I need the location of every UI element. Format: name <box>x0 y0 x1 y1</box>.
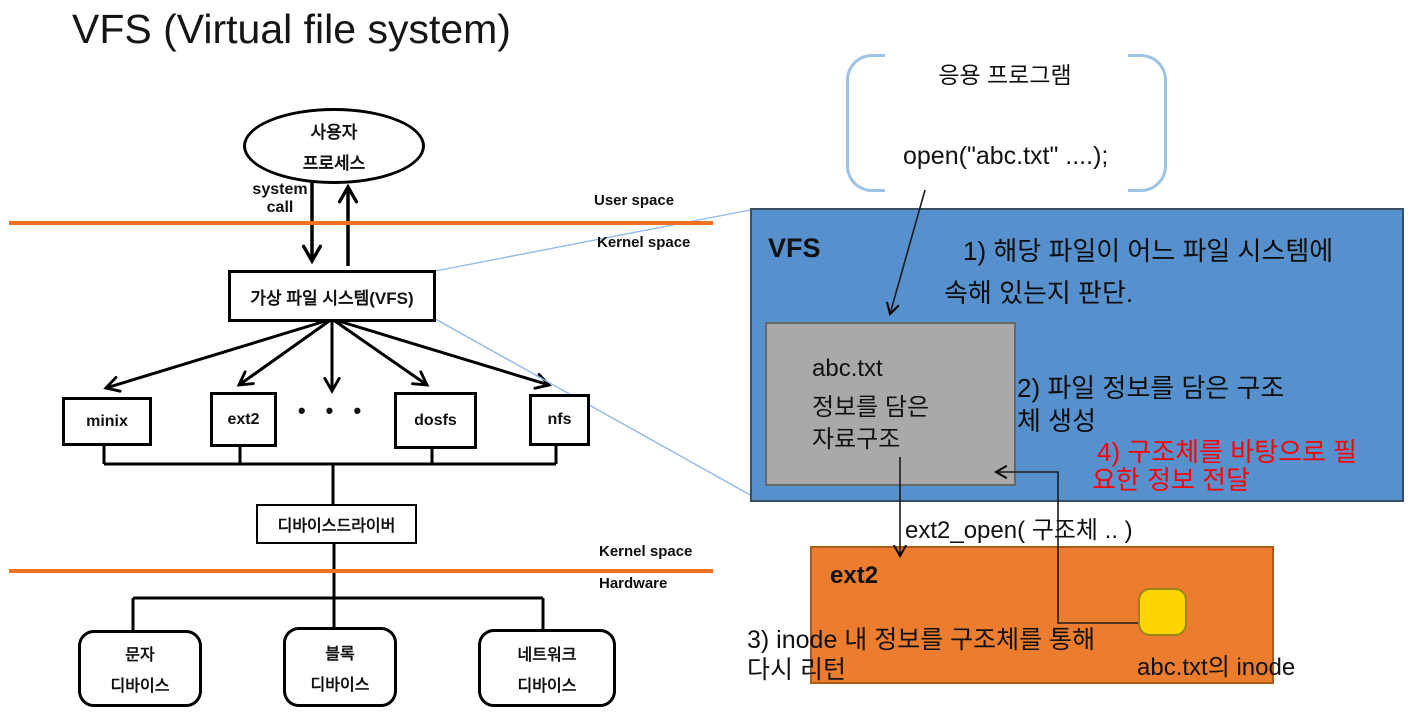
ext2-panel-label: ext2 <box>830 562 879 589</box>
fan-arrows <box>103 317 552 394</box>
struct-box-line2: 정보를 담은 <box>812 394 930 421</box>
application-label: 응용 프로그램 <box>938 62 1072 88</box>
step4-line1: 4) 구조체를 바탕으로 필 <box>1097 437 1358 467</box>
open-call-text: open("abc.txt" ....); <box>903 142 1109 170</box>
fs-box-minix: minix <box>62 397 152 446</box>
struct-box-line3: 자료구조 <box>812 426 901 453</box>
fs-box-nfs: nfs <box>529 394 590 446</box>
step4-line2: 요한 정보 전달 <box>1092 465 1250 495</box>
ellipsis-dots: • • • <box>297 398 369 423</box>
ext2-open-call-text: ext2_open( 구조체 .. ) <box>905 517 1133 544</box>
fs-box-ext2: ext2 <box>210 392 277 447</box>
app-bracket-left <box>846 54 885 192</box>
device-driver-box: 디바이스드라이버 <box>256 504 417 544</box>
step2-line1: 2) 파일 정보를 담은 구조 <box>1017 373 1285 403</box>
divider-user-kernel <box>9 221 713 225</box>
step1-line2: 속해 있는지 판단. <box>944 278 1134 308</box>
step1-line1: 1) 해당 파일이 어느 파일 시스템에 <box>963 236 1334 266</box>
kernel-space-label: Kernel space <box>597 234 691 251</box>
user-process-line1: 사용자 <box>310 123 358 142</box>
vfs-panel-label: VFS <box>768 233 821 263</box>
step2-line2: 체 생성 <box>1017 406 1096 436</box>
user-process-node: 사용자 프로세스 <box>243 108 425 184</box>
system-call-label: system call <box>252 181 308 216</box>
hardware-label: Hardware <box>599 575 668 592</box>
fs-box-dosfs: dosfs <box>394 392 477 449</box>
struct-box <box>765 322 1016 486</box>
step3-line2: 다시 리턴 <box>747 656 846 684</box>
inode-note <box>1138 588 1187 636</box>
device-box-char: 문자 디바이스 <box>78 630 202 707</box>
user-process-line2: 프로세스 <box>302 154 366 173</box>
user-space-label: User space <box>594 192 675 209</box>
vfs-box: 가상 파일 시스템(VFS) <box>228 270 436 322</box>
device-box-network: 네트워크 디바이스 <box>478 629 616 707</box>
struct-box-line1: abc.txt <box>812 355 883 382</box>
device-box-block: 블록 디바이스 <box>283 627 397 707</box>
app-bracket-right <box>1128 54 1167 192</box>
divider-kernel-hardware <box>9 569 713 573</box>
inode-label: abc.txt의 inode <box>1137 654 1296 681</box>
step3-line1: 3) inode 내 정보를 구조체를 통해 <box>747 626 1096 654</box>
page-title: VFS (Virtual file system) <box>72 6 511 52</box>
zoom-callout-lines <box>429 209 753 497</box>
kernel-space-label-2: Kernel space <box>599 543 693 560</box>
